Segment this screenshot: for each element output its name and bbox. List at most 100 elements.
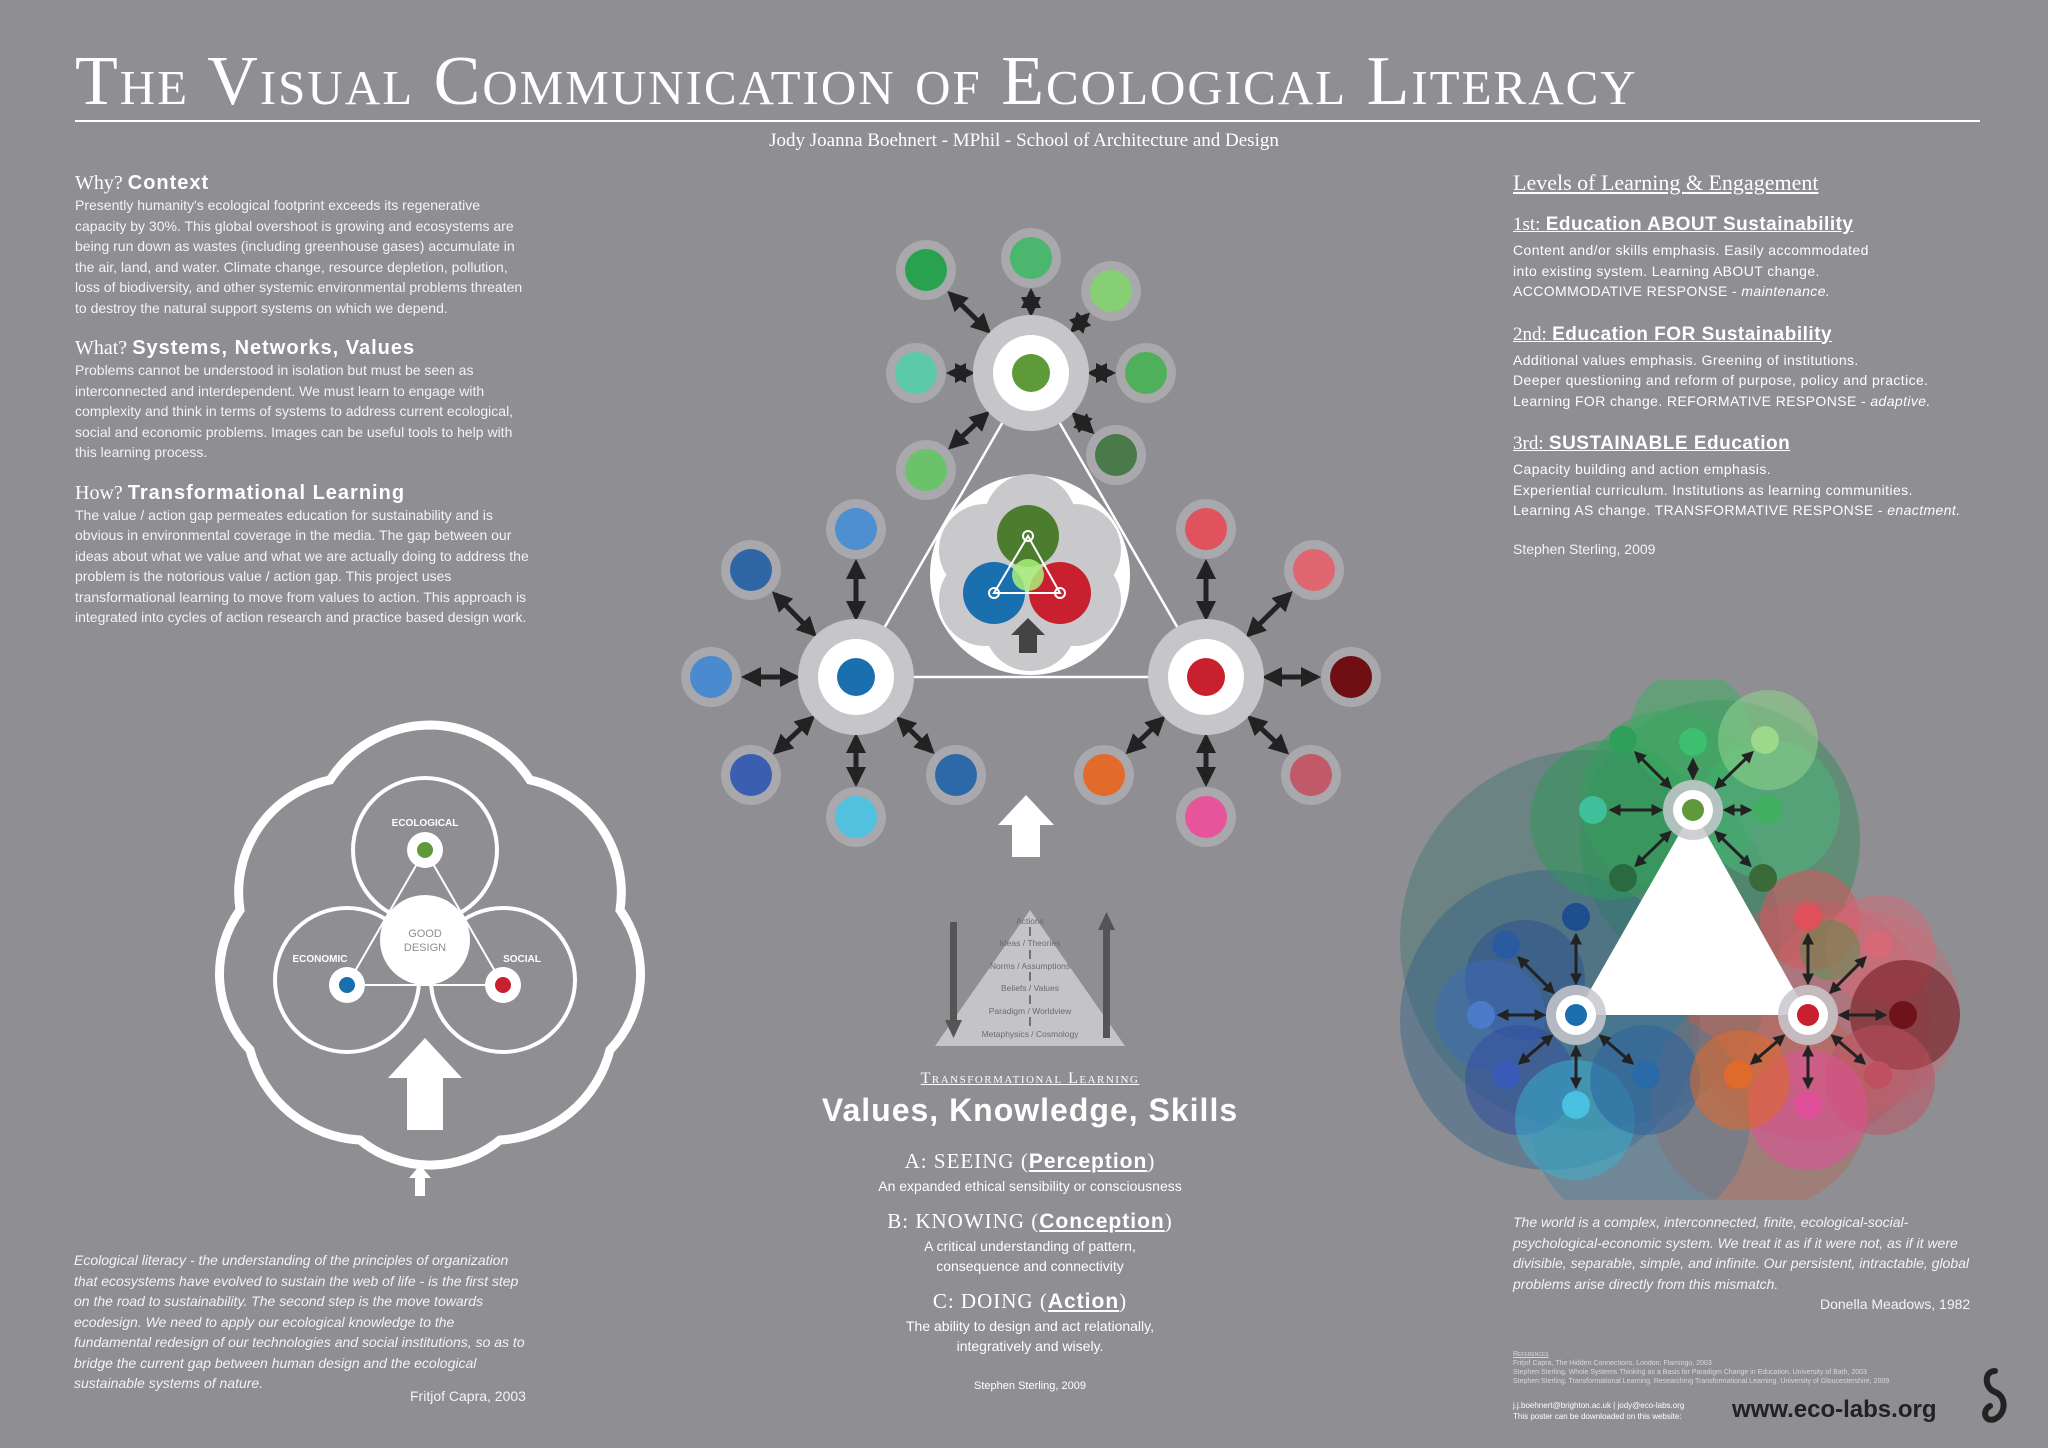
center-up-arrow-icon <box>998 795 1054 857</box>
satellite-nodes <box>681 228 1381 847</box>
tl-item-key: Action <box>1047 1290 1120 1313</box>
spoke-arrows <box>1467 726 1917 1119</box>
satellite-node <box>1632 1061 1660 1089</box>
pyramid-level: Ideas / Theories <box>1000 938 1061 948</box>
level-line: ACCOMMODATIVE RESPONSE - <box>1513 283 1742 299</box>
spoke-arrow <box>772 591 817 638</box>
spoke-arrows <box>741 288 1321 787</box>
spoke-arrow <box>1517 1034 1554 1065</box>
satellite-node <box>1724 1061 1752 1089</box>
capra-credit: Fritjof Capra, 2003 <box>410 1388 526 1404</box>
systems-network-diagram <box>1400 680 1960 1200</box>
eco-labs-logo-icon <box>1982 1368 2007 1423</box>
contact-emails: j.j.boehnert@brighton.ac.uk | jody@eco-l… <box>1513 1401 1685 1410</box>
level-line: Additional values emphasis. Greening of … <box>1513 351 1859 368</box>
website-link[interactable]: www.eco-labs.org <box>1732 1396 1937 1423</box>
left-sections: Why? Context Presently humanity's ecolog… <box>75 172 535 628</box>
tl-item-desc: A critical understanding of pattern, con… <box>924 1238 1136 1274</box>
satellite-node <box>1330 656 1372 698</box>
section-heading: Context <box>127 172 210 194</box>
satellite-node <box>1090 270 1132 312</box>
tl-item-doing: C: DOING (Action) The ability to design … <box>730 1289 1330 1356</box>
tl-item-head: C: DOING <box>932 1289 1034 1313</box>
poster-subtitle: Jody Joanna Boehnert - MPhil - School of… <box>769 130 1279 151</box>
economic-dot <box>339 977 355 993</box>
spoke-arrow <box>1068 311 1092 334</box>
small-up-arrow-icon <box>409 1165 431 1196</box>
poster-title: The Visual Communication of Ecological L… <box>75 43 1638 120</box>
good-design-label-1: GOOD <box>408 928 442 940</box>
satellite-node <box>1749 864 1777 892</box>
good-design-core <box>380 895 470 985</box>
satellite-node <box>1864 931 1892 959</box>
left-bar <box>950 922 957 1022</box>
level-title: Education FOR Sustainability <box>1552 323 1833 345</box>
satellite-node <box>1185 508 1227 550</box>
satellite-node <box>1290 754 1332 796</box>
level-title: SUSTAINABLE Education <box>1548 433 1791 454</box>
pyramid-level: Norms / Assumptions <box>990 961 1070 971</box>
section-how: How? Transformational Learning The value… <box>75 482 535 628</box>
satellite-node <box>1889 1001 1917 1029</box>
right-bar <box>1103 930 1110 1038</box>
satellite-node <box>835 796 877 838</box>
reference-item: Stephen Sterling, Transformational Learn… <box>1513 1378 1890 1385</box>
section-why: Why? Context Presently humanity's ecolog… <box>75 172 535 318</box>
levels-block: Levels of Learning & Engagement 1st: Edu… <box>1513 170 2013 559</box>
satellite-node <box>690 656 732 698</box>
section-heading: Transformational Learning <box>127 481 406 504</box>
level-line: Capacity building and action emphasis. <box>1513 461 1772 477</box>
satellite-node <box>1794 903 1822 931</box>
hub-core <box>1682 799 1704 821</box>
hub-nodes <box>1546 780 1838 1045</box>
tl-item-head: B: KNOWING <box>887 1209 1025 1233</box>
tl-item-head: A: SEEING <box>904 1149 1015 1173</box>
transformational-learning-block: Transformational Learning Values, Knowle… <box>730 1070 1330 1392</box>
inner-overlap <box>1012 559 1044 591</box>
satellite-node <box>895 352 937 394</box>
title-rule <box>75 120 1980 122</box>
satellite-node <box>1467 1001 1495 1029</box>
spoke-arrow <box>947 291 992 334</box>
level-1: 1st: Education ABOUT Sustainability Cont… <box>1513 214 2013 302</box>
hub-core <box>1012 354 1050 392</box>
section-prefix: What? <box>75 337 128 359</box>
reference-item: Fritjof Capra, The Hidden Connections. L… <box>1513 1360 1712 1367</box>
section-heading: Systems, Networks, Values <box>132 337 416 359</box>
spoke-arrow <box>895 716 935 755</box>
levels-heading: Levels of Learning & Engagement <box>1513 170 1819 195</box>
spoke-arrow <box>1598 1034 1635 1065</box>
level-2: 2nd: Education FOR Sustainability Additi… <box>1513 324 2013 412</box>
capra-quote: Ecological literacy - the understanding … <box>74 1252 525 1391</box>
level-line: Learning AS change. TRANSFORMATIVE RESPO… <box>1513 502 1888 518</box>
spoke-arrow <box>1714 830 1752 868</box>
tl-item-knowing: B: KNOWING (Conception) A critical under… <box>730 1209 1330 1276</box>
meadows-credit: Donella Meadows, 1982 <box>1820 1296 1971 1312</box>
level-ordinal: 3rd: <box>1513 433 1544 454</box>
tl-item-key: Perception <box>1028 1150 1148 1173</box>
economic-label: ECONOMIC <box>293 954 348 965</box>
level-line: Learning FOR change. REFORMATIVE RESPONS… <box>1513 392 1871 409</box>
transformational-network-diagram <box>681 228 1381 857</box>
level-ordinal: 1st: <box>1513 214 1541 235</box>
spoke-arrow <box>1634 830 1672 868</box>
level-ordinal: 2nd: <box>1513 323 1547 345</box>
good-design-diagram: GOOD DESIGN ECOLOGICAL ECONOMIC SOCIAL <box>214 720 646 1196</box>
level-line: Experiential curriculum. Institutions as… <box>1513 481 1913 498</box>
spoke-arrow <box>1517 956 1556 995</box>
tl-label: Transformational Learning <box>920 1070 1140 1087</box>
satellite-node <box>1293 549 1335 591</box>
references: References Fritjof Capra, The Hidden Con… <box>1513 1350 1943 1386</box>
satellite-node <box>1095 434 1137 476</box>
satellite-node <box>1562 903 1590 931</box>
satellite-node <box>1679 728 1707 756</box>
level-line: Content and/or skills emphasis. Easily a… <box>1513 242 1869 258</box>
section-body: Presently humanity's ecological footprin… <box>75 197 523 316</box>
up-arrow-icon <box>1098 912 1115 930</box>
tl-item-desc: An expanded ethical sensibility or consc… <box>878 1178 1182 1194</box>
satellite-node <box>1609 726 1637 754</box>
satellite-node <box>1492 1061 1520 1089</box>
pyramid-diagram: Actions Ideas / Theories Norms / Assumpt… <box>935 910 1125 1046</box>
spoke-arrow <box>1828 956 1867 995</box>
hub-core <box>1797 1004 1819 1026</box>
